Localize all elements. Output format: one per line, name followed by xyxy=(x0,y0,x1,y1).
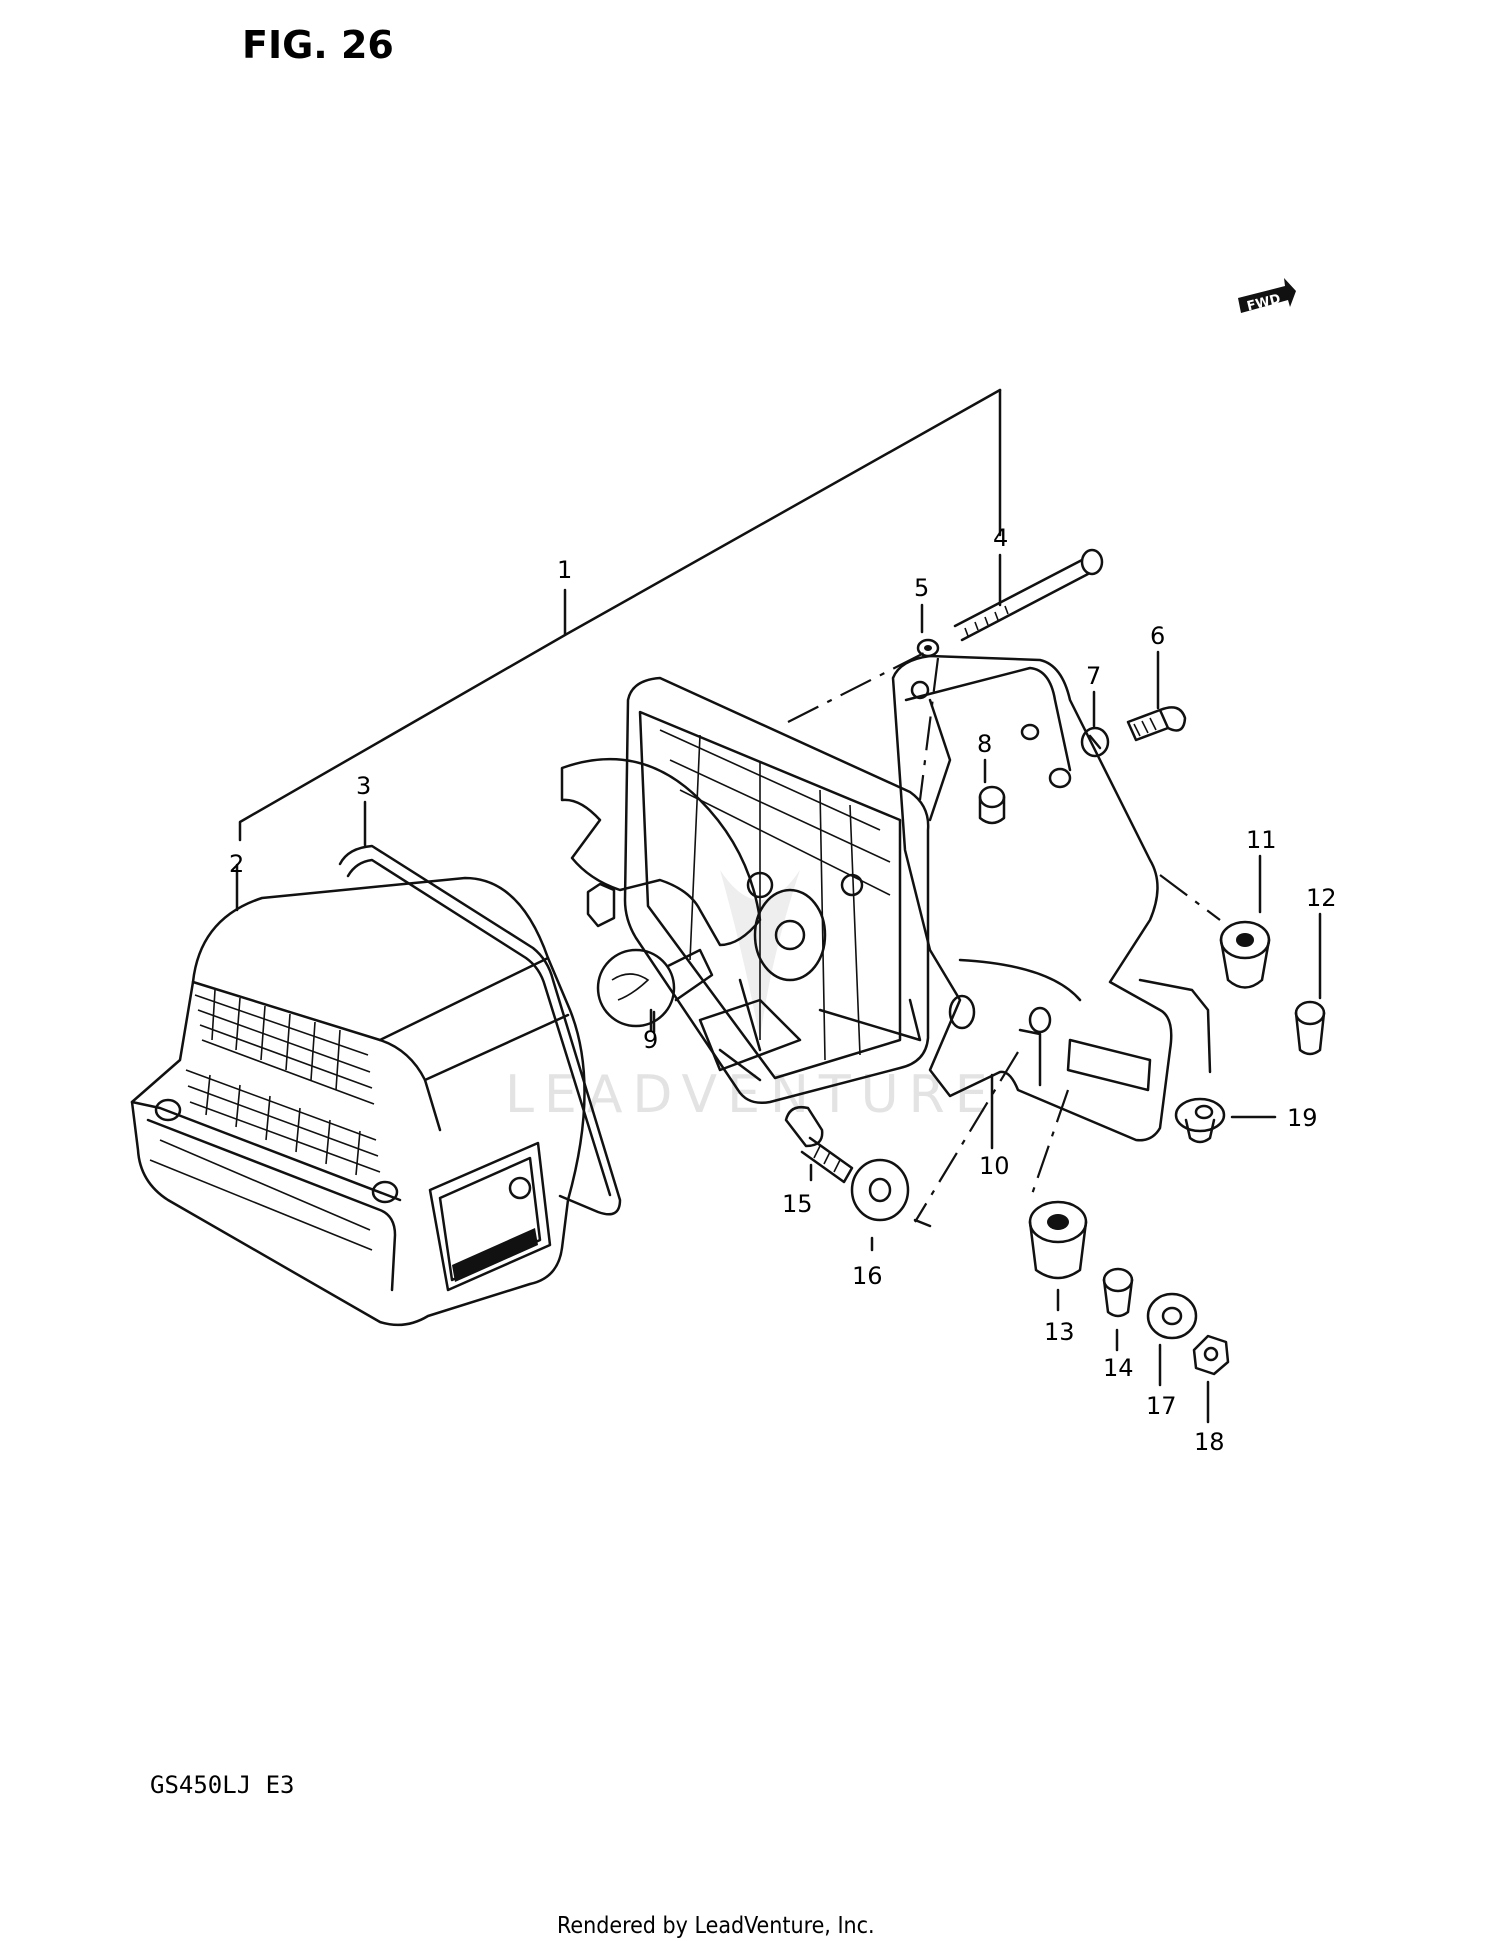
callout-6: 6 xyxy=(1150,622,1165,650)
callout-14: 14 xyxy=(1103,1354,1134,1382)
callout-1: 1 xyxy=(557,556,572,584)
bulb xyxy=(596,948,714,1034)
callout-18: 18 xyxy=(1194,1428,1225,1456)
screw-6 xyxy=(1126,706,1187,742)
callout-9: 9 xyxy=(643,1026,658,1054)
callout-13: 13 xyxy=(1044,1318,1075,1346)
footer-credit: Rendered by LeadVenture, Inc. xyxy=(557,1913,875,1939)
phantom-lines xyxy=(787,649,1221,1223)
callout-16: 16 xyxy=(852,1262,883,1290)
model-code: GS450LJ E3 xyxy=(150,1771,295,1799)
washer-16 xyxy=(850,1158,910,1222)
callout-4: 4 xyxy=(993,524,1008,552)
washer-5 xyxy=(916,638,940,658)
lens-gasket xyxy=(338,844,622,1216)
long-bolt xyxy=(953,548,1104,642)
grommet-19 xyxy=(1174,1097,1226,1144)
nut-18 xyxy=(1192,1334,1230,1376)
callout-labels: 1 2 3 4 5 6 7 8 9 10 11 12 13 14 15 16 1… xyxy=(229,524,1337,1456)
callout-17: 17 xyxy=(1146,1392,1177,1420)
collar-8 xyxy=(978,785,1006,825)
callout-12: 12 xyxy=(1306,884,1337,912)
tail-lamp-lens xyxy=(130,876,586,1327)
lamp-housing xyxy=(560,676,930,1104)
callout-5: 5 xyxy=(914,574,929,602)
cushion-13 xyxy=(1028,1200,1088,1280)
lock-washer-7 xyxy=(1080,726,1110,758)
callout-10: 10 xyxy=(979,1152,1010,1180)
washer-17 xyxy=(1146,1292,1198,1340)
callout-19: 19 xyxy=(1287,1104,1318,1132)
callout-8: 8 xyxy=(977,730,992,758)
figure-title: FIG. 26 xyxy=(242,23,394,67)
collar-14 xyxy=(1102,1267,1134,1318)
mounting-bracket xyxy=(891,654,1212,1142)
callout-7: 7 xyxy=(1086,662,1101,690)
leader-lines xyxy=(235,388,1322,1424)
callout-2: 2 xyxy=(229,850,244,878)
collar-12 xyxy=(1294,1000,1326,1056)
bolt-15 xyxy=(784,1106,854,1184)
cushion-11 xyxy=(1219,920,1271,989)
fwd-arrow-icon: FWD xyxy=(1238,278,1296,315)
callout-11: 11 xyxy=(1246,826,1277,854)
callout-3: 3 xyxy=(356,772,371,800)
callout-15: 15 xyxy=(782,1190,813,1218)
